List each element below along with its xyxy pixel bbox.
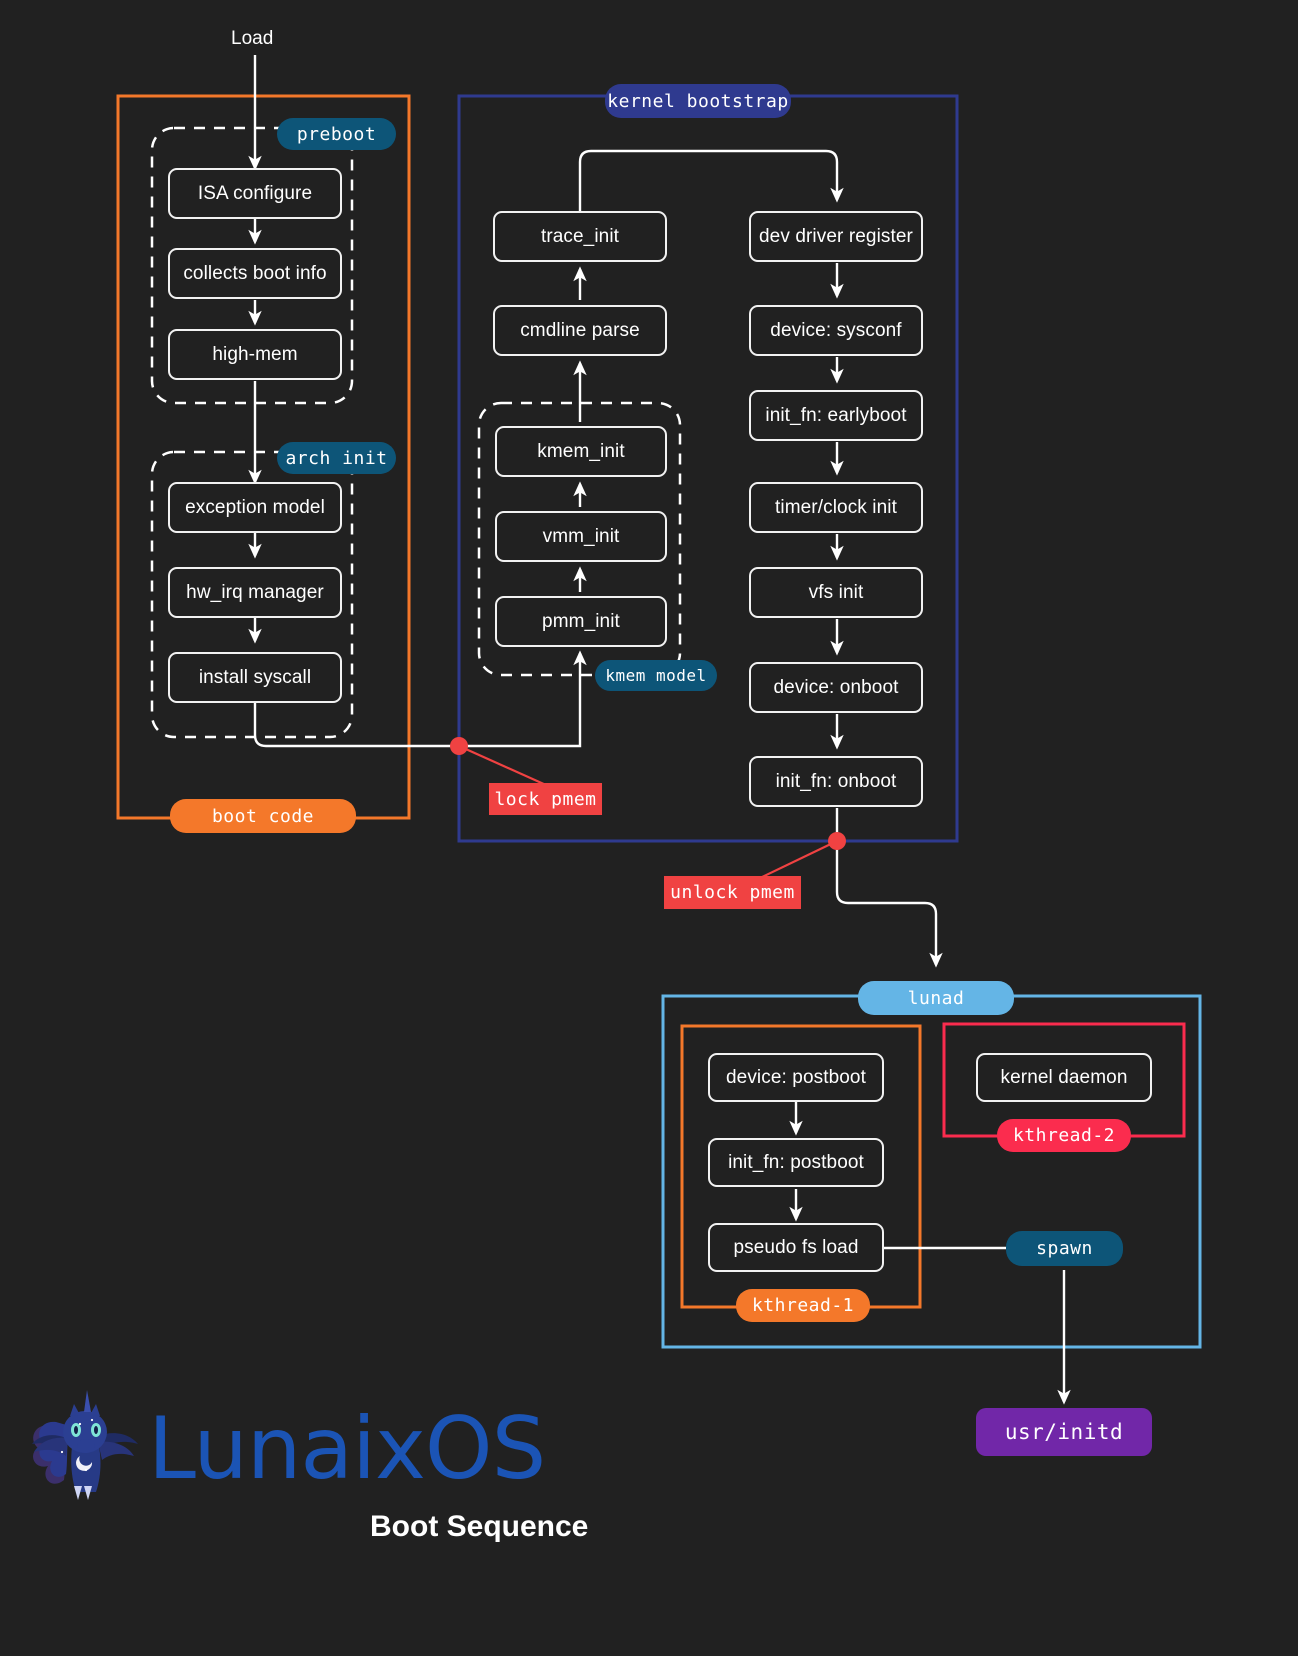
node-init-fn-postboot[interactable]: init_fn: postboot <box>708 1138 884 1187</box>
node-device-sysconf[interactable]: device: sysconf <box>749 305 923 356</box>
group-label-lunad: lunad <box>858 981 1014 1015</box>
unlock-pmem-anchor-dot <box>828 832 846 850</box>
node-init-fn-earlyboot[interactable]: init_fn: earlyboot <box>749 390 923 441</box>
node-device-postboot[interactable]: device: postboot <box>708 1053 884 1102</box>
node-dev-driver-register[interactable]: dev driver register <box>749 211 923 262</box>
group-label-kthread-1: kthread-1 <box>736 1289 870 1322</box>
node-kmem-init[interactable]: kmem_init <box>495 426 667 477</box>
lock-pmem-anchor-dot <box>450 737 468 755</box>
group-label-arch-init: arch init <box>277 442 396 474</box>
page-title: Boot Sequence <box>370 1510 589 1543</box>
node-pseudo-fs-load[interactable]: pseudo fs load <box>708 1223 884 1272</box>
node-install-syscall[interactable]: install syscall <box>168 652 342 703</box>
node-isa-configure[interactable]: ISA configure <box>168 168 342 219</box>
node-exception-model[interactable]: exception model <box>168 482 342 533</box>
node-init-fn-onboot[interactable]: init_fn: onboot <box>749 756 923 807</box>
lunaix-pony-logo-icon <box>32 1390 138 1500</box>
node-device-onboot[interactable]: device: onboot <box>749 662 923 713</box>
node-usr-initd[interactable]: usr/initd <box>976 1408 1152 1456</box>
tag-lock-pmem: lock pmem <box>489 783 602 815</box>
entry-label: Load <box>231 28 274 49</box>
node-timer-clock-init[interactable]: timer/clock init <box>749 482 923 533</box>
tag-unlock-pmem: unlock pmem <box>664 876 801 909</box>
node-vfs-init[interactable]: vfs init <box>749 567 923 618</box>
node-hw-irq-manager[interactable]: hw_irq manager <box>168 567 342 618</box>
group-label-preboot: preboot <box>277 118 396 150</box>
pill-spawn: spawn <box>1006 1231 1123 1266</box>
node-trace-init[interactable]: trace_init <box>493 211 667 262</box>
group-label-kernel-bootstrap: kernel bootstrap <box>605 84 791 118</box>
node-vmm-init[interactable]: vmm_init <box>495 511 667 562</box>
group-label-kmem-model: kmem model <box>595 660 717 691</box>
node-cmdline-parse[interactable]: cmdline parse <box>493 305 667 356</box>
node-kernel-daemon[interactable]: kernel daemon <box>976 1053 1152 1102</box>
node-pmm-init[interactable]: pmm_init <box>495 596 667 647</box>
node-high-mem[interactable]: high-mem <box>168 329 342 380</box>
group-label-boot-code: boot code <box>170 799 356 833</box>
node-collects-boot-info[interactable]: collects boot info <box>168 248 342 299</box>
group-label-kthread-2: kthread-2 <box>997 1119 1131 1152</box>
brand-wordmark: LunaixOS <box>148 1399 546 1499</box>
